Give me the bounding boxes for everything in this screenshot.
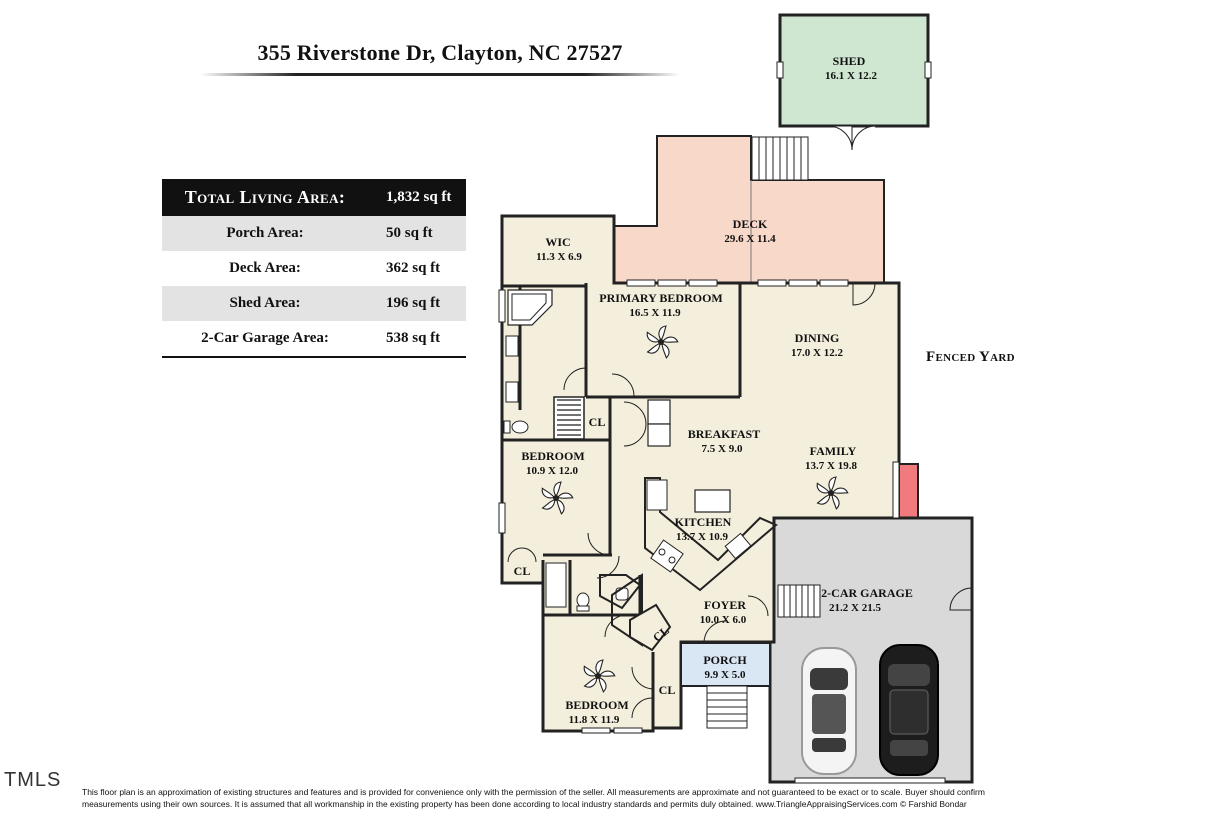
- disclaimer: This floor plan is an approximation of e…: [82, 786, 1162, 810]
- shed-dims: 16.1 X 12.2: [825, 70, 877, 82]
- deck-area-value: 362 sq ft: [386, 260, 441, 276]
- fenced-yard-label: Fenced Yard: [926, 349, 1015, 365]
- area-row: Porch Area: 50 sq ft: [162, 216, 466, 251]
- breakfast-label: BREAKFAST: [688, 427, 760, 441]
- porch-area-value: 50 sq ft: [368, 216, 466, 251]
- foyer-label: FOYER: [704, 598, 746, 612]
- deck-area: [613, 135, 885, 284]
- title-underline: [200, 73, 680, 76]
- deck-dims: 29.6 X 11.4: [724, 233, 776, 245]
- porch-label: PORCH: [703, 653, 747, 667]
- garage-area-value: 538 sq ft: [368, 321, 466, 358]
- porch-stairs-icon: [706, 685, 748, 729]
- porch-dims: 9.9 X 5.0: [705, 669, 746, 681]
- breakfast-dims: 7.5 X 9.0: [702, 443, 743, 455]
- car-icon: [801, 647, 857, 775]
- total-living-area-row: Total Living Area: 1,832 sq ft: [162, 179, 466, 216]
- shower-icon: [553, 396, 585, 440]
- total-living-area-label: Total Living Area:: [162, 179, 368, 216]
- shed-area-label: Shed Area:: [162, 286, 368, 321]
- garage-stairs-icon: [777, 584, 821, 618]
- disclaimer-line: measurements using their own sources. It…: [82, 799, 967, 809]
- bathtub-icon: [507, 289, 553, 326]
- mls-logo: ΤΜLS: [4, 769, 62, 791]
- family-dims: 13.7 X 19.8: [805, 460, 857, 472]
- shed-area-value: 196 sq ft: [368, 286, 466, 321]
- family-label: FAMILY: [810, 444, 857, 458]
- wic-label: WIC: [545, 235, 570, 249]
- bedroom-2-dims: 10.9 X 12.0: [526, 465, 578, 477]
- garage-label: 2-CAR GARAGE: [821, 586, 913, 600]
- area-row: Deck Area: 362 sq ft: [162, 251, 466, 286]
- wic-dims: 11.3 X 6.9: [536, 251, 582, 263]
- bedroom-2-label: BEDROOM: [521, 449, 584, 463]
- deck-label: DECK: [733, 217, 768, 231]
- area-row: 2-Car Garage Area: 538 sq ft: [162, 321, 466, 358]
- dining-label: DINING: [795, 331, 840, 345]
- kitchen-island: [694, 489, 731, 513]
- toilet-icon: [503, 420, 529, 434]
- chimney: [898, 463, 919, 519]
- stove-icon: [650, 539, 684, 573]
- kitchen-label: KITCHEN: [675, 515, 732, 529]
- primary-bedroom-label: PRIMARY BEDROOM: [599, 291, 722, 305]
- closet-label: CL: [659, 683, 676, 697]
- area-row: Shed Area: 196 sq ft: [162, 286, 466, 321]
- foyer-dims: 10.0 X 6.0: [700, 614, 747, 626]
- garage-area-label: 2-Car Garage Area:: [162, 321, 368, 358]
- dining-dims: 17.0 X 12.2: [791, 347, 843, 359]
- porch-area-label: Porch Area:: [162, 216, 368, 251]
- deck-area-label: Deck Area:: [229, 260, 301, 276]
- garage-dims: 21.2 X 21.5: [829, 602, 881, 614]
- kitchen-dims: 13.7 X 10.9: [676, 531, 728, 543]
- toilet-icon: [576, 592, 590, 612]
- disclaimer-line: This floor plan is an approximation of e…: [82, 787, 985, 797]
- garage-area: [768, 516, 974, 784]
- page-title: 355 Riverstone Dr, Clayton, NC 27527: [257, 40, 623, 65]
- primary-bedroom-dims: 16.5 X 11.9: [629, 307, 681, 319]
- closet-label: CL: [514, 564, 531, 578]
- car-icon: [879, 644, 939, 776]
- shed-area: [778, 13, 930, 128]
- closet-label: CL: [589, 415, 606, 429]
- shed-label: SHED: [833, 54, 866, 68]
- bedroom-3-dims: 11.8 X 11.9: [569, 714, 620, 726]
- deck-stairs-icon: [751, 136, 809, 181]
- area-summary-table: Total Living Area: 1,832 sq ft Porch Are…: [162, 179, 466, 358]
- bedroom-3-label: BEDROOM: [565, 698, 628, 712]
- total-living-area-value: 1,832 sq ft: [368, 179, 466, 216]
